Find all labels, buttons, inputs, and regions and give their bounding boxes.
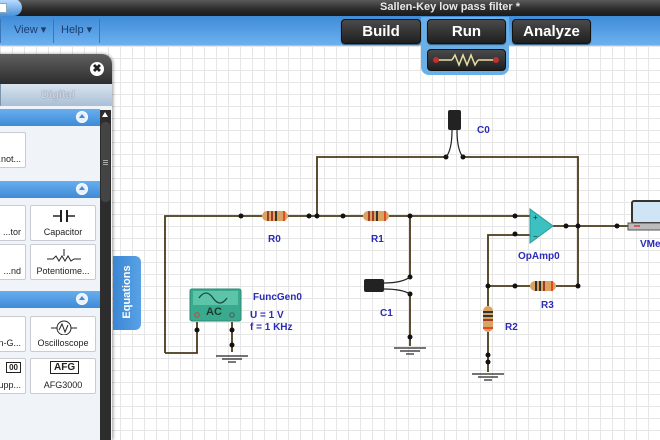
category-header[interactable] bbox=[0, 291, 100, 308]
funcgen-voltage: U = 1 V bbox=[250, 310, 284, 321]
category-header[interactable] bbox=[0, 181, 100, 198]
potentiometer-icon bbox=[47, 249, 81, 262]
palette-item-potentiometer[interactable]: Potentiome... bbox=[30, 244, 96, 280]
funcgen-frequency: f = 1 KHz bbox=[250, 322, 293, 333]
menu-view[interactable]: View ▾ bbox=[14, 24, 47, 36]
equations-tab[interactable]: Equations bbox=[113, 256, 141, 330]
label-opamp: OpAmp0 bbox=[518, 251, 560, 262]
junction-dots bbox=[194, 154, 620, 365]
oscilloscope-icon bbox=[51, 320, 77, 335]
tab-analog[interactable] bbox=[0, 84, 1, 106]
palette-item[interactable]: ...not... bbox=[0, 132, 26, 168]
label-funcgen: FuncGen0 bbox=[253, 292, 302, 303]
palette-header: ✖ bbox=[0, 54, 112, 84]
resistor-icon bbox=[433, 52, 499, 68]
opamp-symbol[interactable]: + − bbox=[529, 208, 554, 244]
palette-item-function-generator[interactable]: ...n-G... bbox=[0, 316, 26, 352]
resistor-r2[interactable] bbox=[483, 306, 493, 332]
build-button[interactable]: Build bbox=[341, 19, 421, 44]
palette-item-power-supply[interactable]: 00 ...upp... bbox=[0, 358, 26, 394]
palette-item-ground[interactable]: ...nd bbox=[0, 244, 26, 280]
title-bar: Sallen-Key low pass filter * bbox=[0, 0, 660, 16]
resistor-r0[interactable] bbox=[262, 211, 288, 221]
capacitor-c0[interactable] bbox=[445, 110, 464, 158]
scroll-thumb[interactable] bbox=[101, 122, 110, 202]
funcgen-mode: AC bbox=[206, 306, 222, 318]
palette-tabs: Digital bbox=[0, 84, 112, 106]
palette-item-afg3000[interactable]: AFG AFG3000 bbox=[30, 358, 96, 394]
resistor-r3[interactable] bbox=[530, 281, 556, 291]
palette-item-inductor[interactable]: ...tor bbox=[0, 205, 26, 241]
svg-text:+: + bbox=[533, 213, 538, 222]
collapse-icon[interactable] bbox=[76, 293, 88, 305]
collapse-icon[interactable] bbox=[76, 183, 88, 195]
label-c0: C0 bbox=[477, 125, 490, 136]
wires bbox=[164, 156, 640, 372]
afg-icon: AFG bbox=[50, 361, 80, 374]
tab-digital[interactable]: Digital bbox=[41, 89, 75, 101]
voltmeter[interactable] bbox=[627, 200, 660, 231]
scroll-up-icon[interactable] bbox=[102, 112, 108, 117]
window-title: Sallen-Key low pass filter * bbox=[380, 1, 520, 13]
label-r0: R0 bbox=[268, 234, 281, 245]
menu-separator bbox=[99, 19, 100, 43]
function-generator[interactable] bbox=[189, 288, 242, 322]
menu-separator bbox=[0, 19, 1, 43]
power-supply-icon: 00 bbox=[6, 362, 21, 373]
label-voltmeter: VMe bbox=[640, 239, 660, 250]
menu-help[interactable]: Help ▾ bbox=[61, 24, 93, 36]
analyze-button[interactable]: Analyze bbox=[512, 19, 591, 44]
run-button[interactable]: Run bbox=[427, 19, 506, 44]
collapse-icon[interactable] bbox=[76, 111, 88, 123]
label-r3: R3 bbox=[541, 300, 554, 311]
grip-icon bbox=[103, 160, 108, 161]
close-icon[interactable]: ✖ bbox=[90, 62, 104, 76]
palette-item-capacitor[interactable]: Capacitor bbox=[30, 205, 96, 241]
label-c1: C1 bbox=[380, 308, 393, 319]
svg-text:−: − bbox=[533, 232, 538, 241]
resistor-r1[interactable] bbox=[363, 211, 389, 221]
palette-item-oscilloscope[interactable]: Oscilloscope bbox=[30, 316, 96, 352]
label-r1: R1 bbox=[371, 234, 384, 245]
app-icon[interactable] bbox=[0, 0, 22, 16]
palette-scrollbar[interactable] bbox=[100, 110, 111, 440]
capacitor-icon bbox=[53, 210, 75, 222]
equations-tab-label: Equations bbox=[121, 265, 133, 319]
component-palette: ✖ Digital ...not... ...tor Capacitor ...… bbox=[0, 54, 112, 440]
ground-symbol bbox=[216, 347, 504, 381]
label-r2: R2 bbox=[505, 322, 518, 333]
capacitor-c1[interactable] bbox=[364, 276, 411, 295]
menu-separator bbox=[53, 19, 54, 43]
category-header[interactable] bbox=[0, 109, 100, 126]
run-simulation-button[interactable] bbox=[427, 49, 506, 71]
